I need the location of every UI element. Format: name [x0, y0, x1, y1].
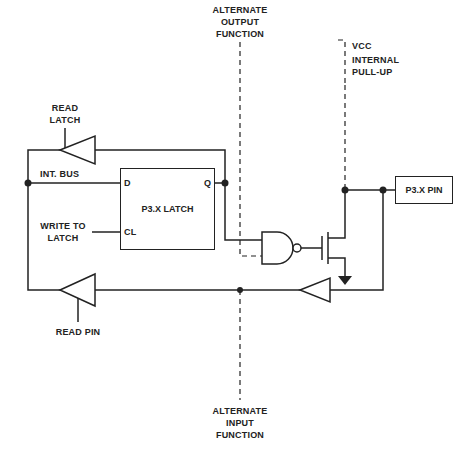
signal-label: READ PIN — [55, 326, 101, 338]
write-latch-wire — [92, 231, 120, 233]
alternate-output-line — [240, 42, 262, 256]
signal-label: D — [124, 177, 131, 189]
fet-drain — [328, 190, 345, 238]
junction-dot — [222, 180, 229, 187]
read-pin-wire — [77, 298, 79, 322]
pull-up-bracket — [338, 40, 345, 85]
junction-dot — [237, 287, 243, 293]
nand-bubble — [293, 244, 301, 252]
pull-up-line — [344, 85, 345, 190]
nand-gate — [262, 232, 293, 264]
alternate-input-line — [239, 290, 240, 400]
int-bus-wire — [28, 182, 120, 184]
pin-box: P3.X PIN — [395, 176, 453, 204]
pin-wire — [345, 189, 395, 191]
signal-label: ALTERNATE INPUT FUNCTION — [208, 405, 272, 441]
signal-label: CL — [124, 226, 136, 238]
signal-label: VCC — [352, 40, 372, 52]
fet-source — [328, 258, 345, 276]
signal-label: WRITE TO LATCH — [36, 220, 90, 244]
latch-box: P3.X LATCH — [120, 168, 215, 250]
signal-label: Q — [204, 177, 211, 189]
pin-sense-wire — [330, 190, 383, 290]
fet-gate — [321, 236, 323, 260]
signal-label: READ LATCH — [40, 102, 90, 126]
node-label: P3.X PIN — [405, 184, 442, 196]
junction-dot — [380, 187, 387, 194]
input-buffer — [300, 278, 330, 302]
gate-wire — [301, 247, 322, 249]
pin-read-wire — [95, 289, 300, 291]
ground-symbol — [338, 276, 352, 285]
junction-dot — [342, 187, 349, 194]
signal-label: INT. BUS — [40, 168, 79, 180]
signal-label: ALTERNATE OUTPUT FUNCTION — [208, 4, 272, 40]
node-label: P3.X LATCH — [142, 203, 194, 215]
junction-dot — [25, 180, 32, 187]
signal-label: INTERNAL PULL-UP — [352, 54, 412, 78]
fet-channel — [327, 232, 329, 264]
q-to-nand-wire — [225, 183, 262, 240]
read-latch-wire — [64, 128, 66, 148]
